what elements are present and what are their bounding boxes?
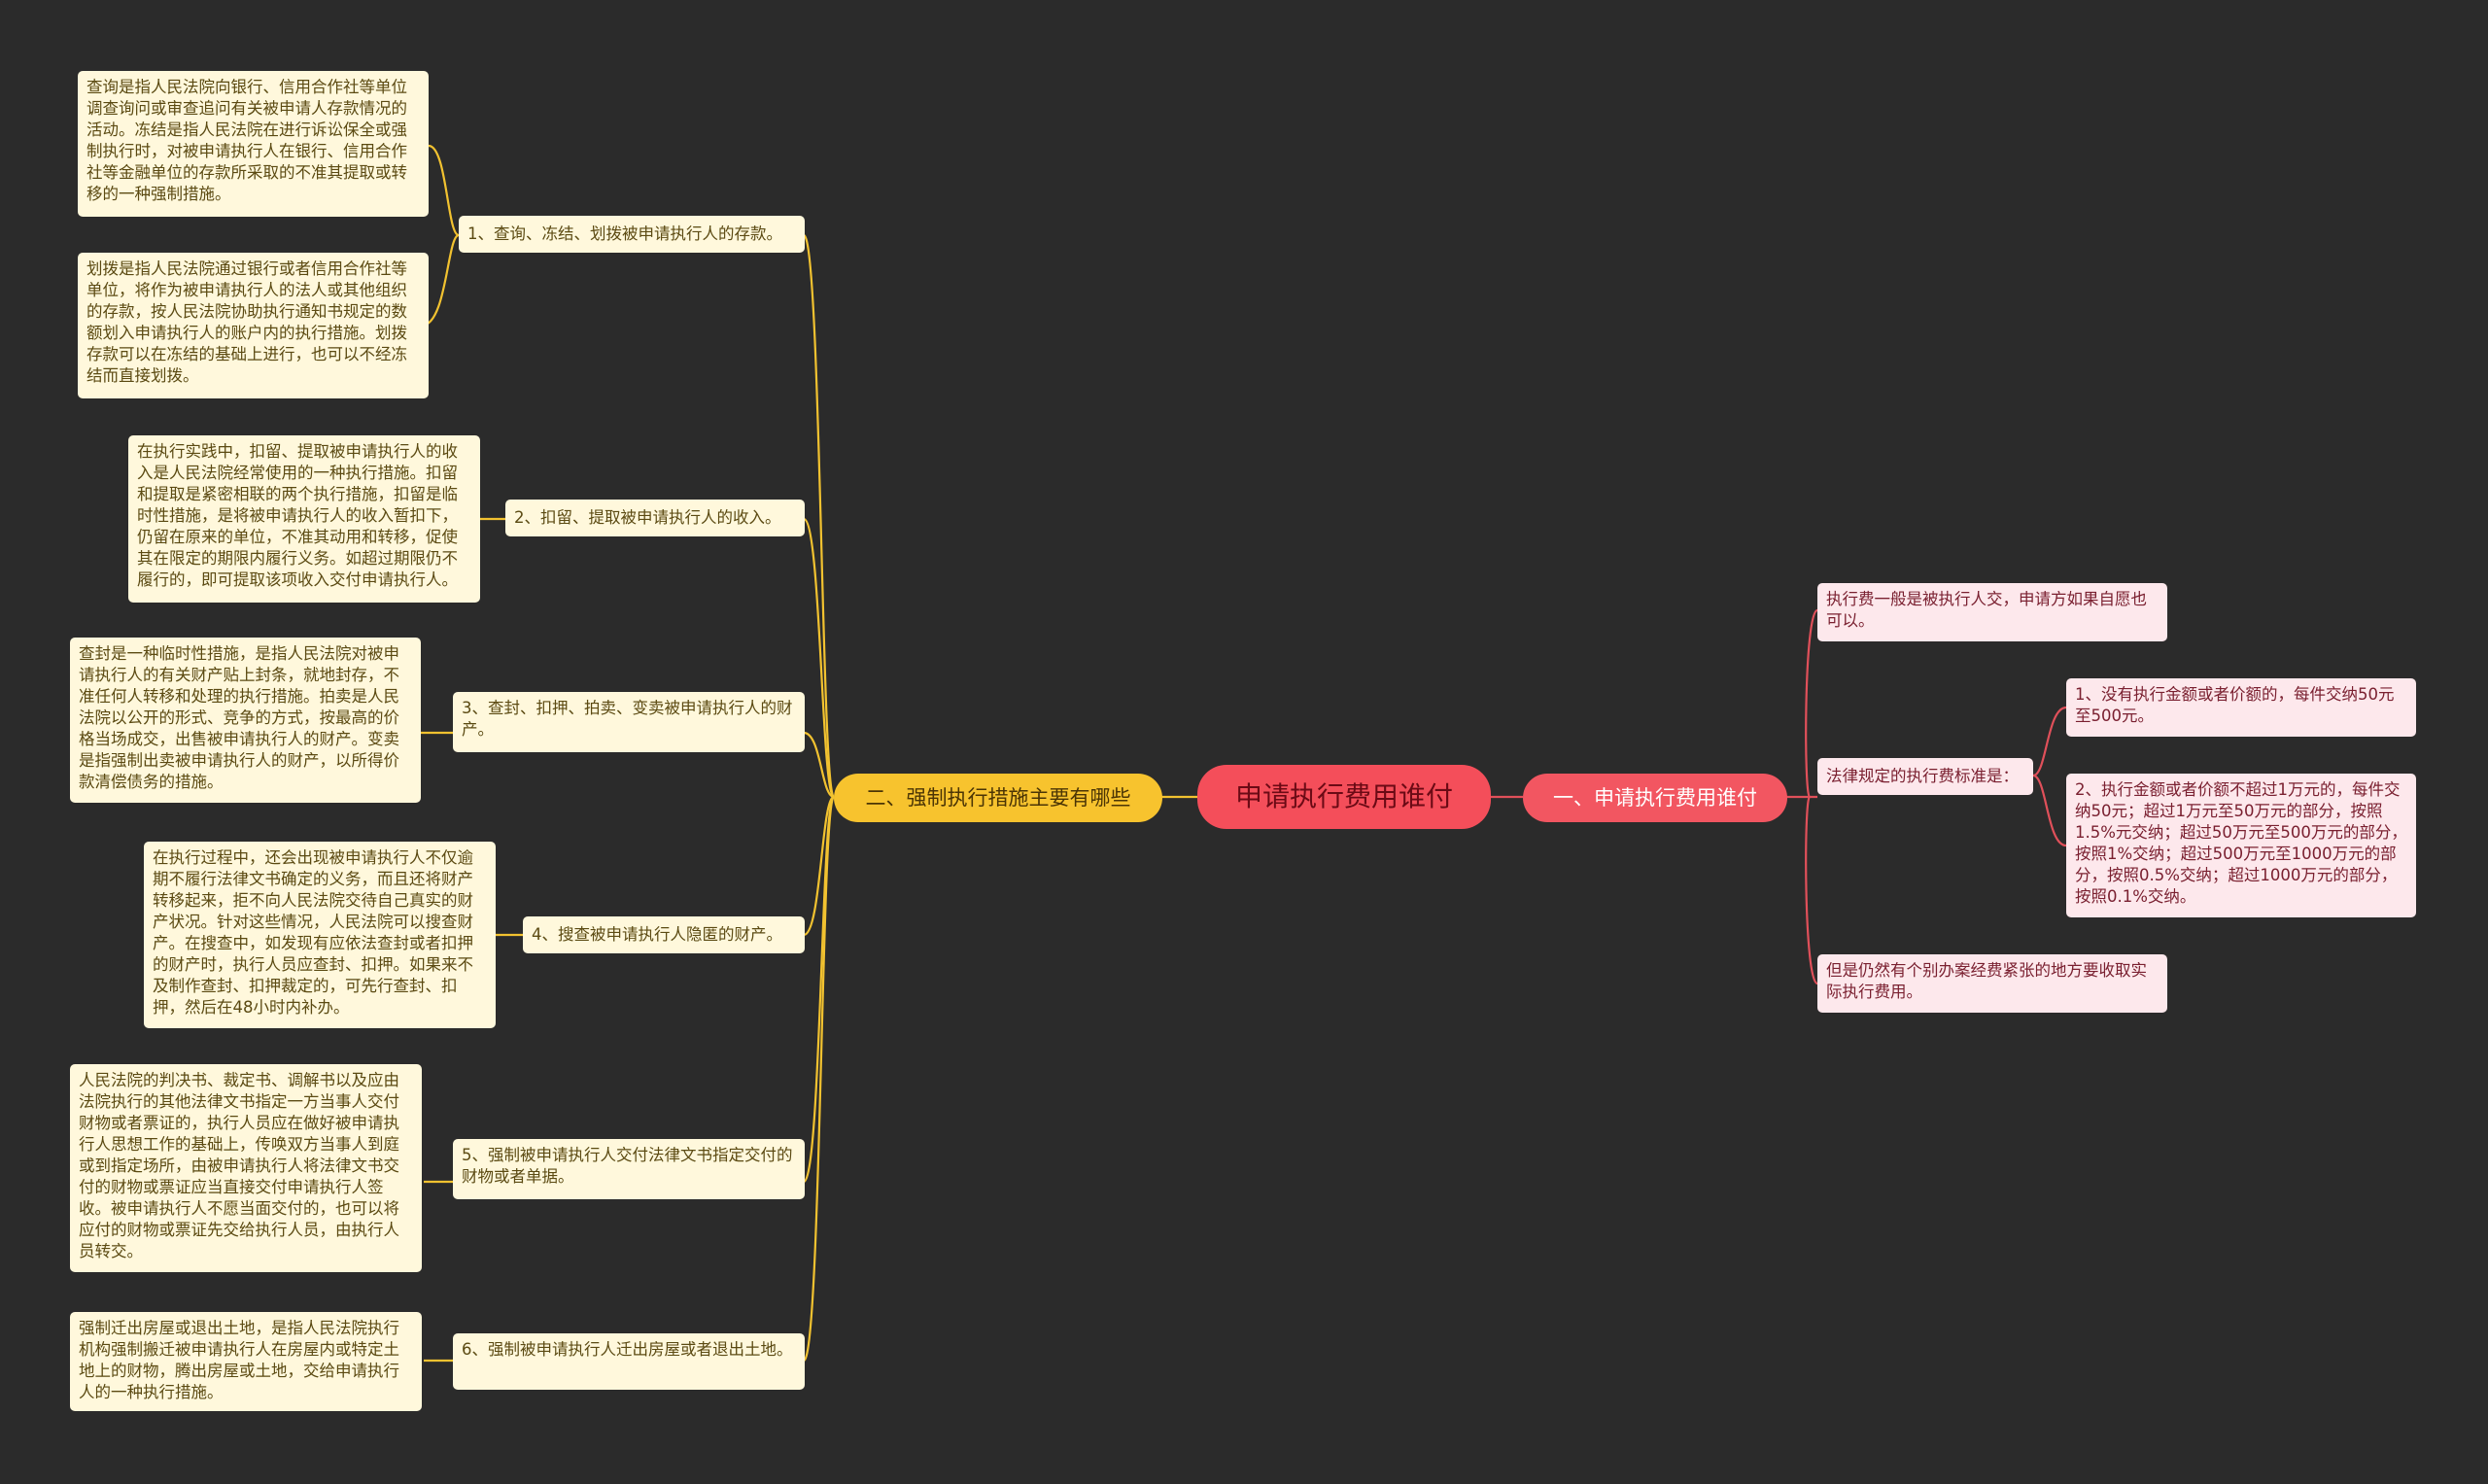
fee-payer-note[interactable]: 执行费一般是被执行人交，申请方如果自愿也可以。 xyxy=(1817,583,2167,641)
fee-standard-2: 2、执行金额或者价额不超过1万元的，每件交纳50元；超过1万元至50万元的部分，… xyxy=(2066,774,2416,917)
measure-item-2[interactable]: 2、扣留、提取被申请执行人的收入。 xyxy=(505,500,805,536)
measure-item-4[interactable]: 4、搜查被申请执行人隐匿的财产。 xyxy=(523,916,805,953)
right-connectors xyxy=(1487,608,2067,985)
branch-measures[interactable]: 二、强制执行措施主要有哪些 xyxy=(834,774,1162,822)
detail-seal-auction: 查封是一种临时性措施，是指人民法院对被申请执行人的有关财产贴上封条，就地封存，不… xyxy=(70,638,421,803)
detail-query-freeze: 查询是指人民法院向银行、信用合作社等单位调查询问或审查追问有关被申请人存款情况的… xyxy=(78,71,429,217)
fee-standard-1: 1、没有执行金额或者价额的，每件交纳50元至500元。 xyxy=(2066,678,2416,737)
branch-fees[interactable]: 一、申请执行费用谁付 xyxy=(1523,774,1787,822)
measure-item-5[interactable]: 5、强制被申请执行人交付法律文书指定交付的财物或者单据。 xyxy=(453,1139,805,1199)
left-connectors xyxy=(419,144,1205,1363)
detail-transfer: 划拨是指人民法院通过银行或者信用合作社等单位，将作为被申请执行人的法人或其他组织… xyxy=(78,253,429,398)
detail-search: 在执行过程中，还会出现被申请执行人不仅逾期不履行法律文书确定的义务，而且还将财产… xyxy=(144,842,496,1028)
measure-item-6[interactable]: 6、强制被申请执行人迁出房屋或者退出土地。 xyxy=(453,1333,805,1390)
detail-withhold-income: 在执行实践中，扣留、提取被申请执行人的收入是人民法院经常使用的一种执行措施。扣留… xyxy=(128,435,480,603)
root-topic[interactable]: 申请执行费用谁付 xyxy=(1197,765,1491,829)
fee-standard[interactable]: 法律规定的执行费标准是： xyxy=(1817,758,2033,795)
detail-deliver-property: 人民法院的判决书、裁定书、调解书以及应由法院执行的其他法律文书指定一方当事人交付… xyxy=(70,1064,422,1272)
measure-item-3[interactable]: 3、查封、扣押、拍卖、变卖被申请执行人的财产。 xyxy=(453,692,805,752)
detail-evict: 强制迁出房屋或退出土地，是指人民法院执行机构强制搬迁被申请执行人在房屋内或特定土… xyxy=(70,1312,422,1411)
measure-item-1[interactable]: 1、查询、冻结、划拨被申请执行人的存款。 xyxy=(459,216,805,253)
fee-actual-cost-note[interactable]: 但是仍然有个别办案经费紧张的地方要收取实际执行费用。 xyxy=(1817,954,2167,1013)
